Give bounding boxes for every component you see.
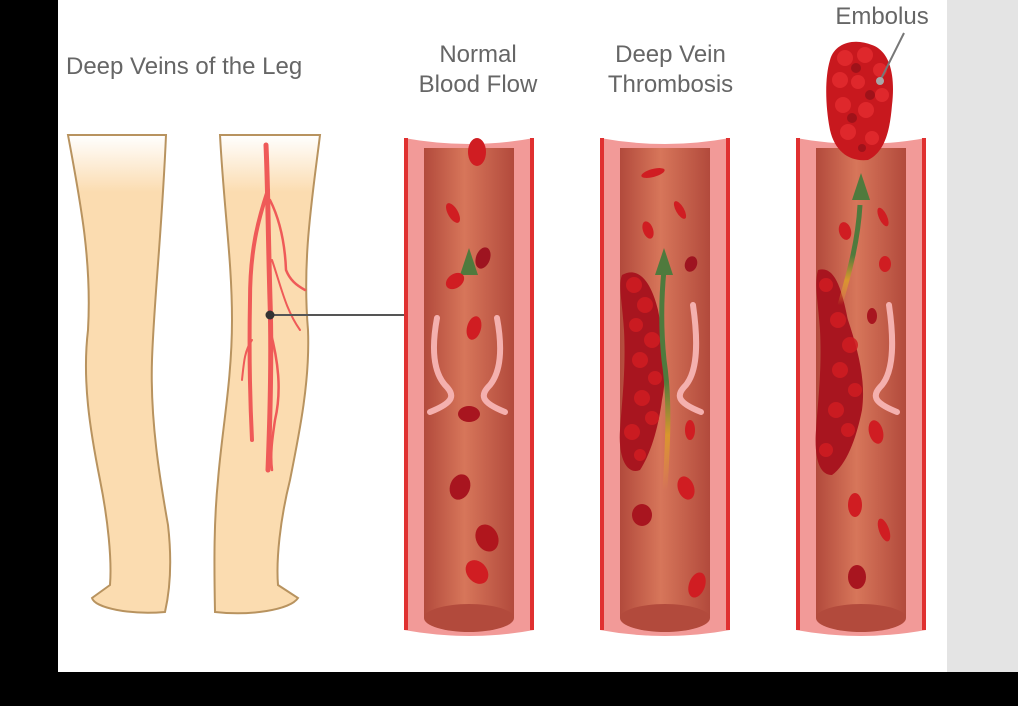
- residual-thrombus: [815, 269, 864, 475]
- flow-arrow-icon: [460, 248, 478, 275]
- bottom-black-bar: [0, 672, 1018, 706]
- flow-arrow-icon: [852, 173, 870, 200]
- vessel-dvt: [600, 138, 730, 636]
- label-dvt-line1: Deep Vein: [615, 41, 726, 68]
- vessel-embolus: [796, 32, 926, 636]
- illustration-canvas: Deep Veins of the Leg Normal Blood Flow …: [58, 0, 947, 672]
- label-dvt-line2: Thrombosis: [607, 71, 734, 98]
- thrombus: [619, 272, 665, 471]
- label-embolus: Embolus: [835, 3, 929, 30]
- embolus-clot: [826, 41, 893, 161]
- embolus-callout-dot: [876, 77, 884, 85]
- right-leg: [213, 134, 412, 615]
- label-deep-veins: Deep Veins of the Leg: [66, 53, 303, 80]
- label-normal-line1: Normal: [439, 41, 517, 68]
- label-normal-line2: Blood Flow: [418, 71, 538, 98]
- left-leg: [66, 134, 172, 614]
- embolus-callout-line: [879, 32, 905, 82]
- vessel-normal: [404, 138, 534, 636]
- flow-arrow-icon: [655, 248, 673, 275]
- callout-dot: [265, 310, 275, 320]
- deep-veins-icon: [241, 142, 307, 473]
- right-gray-margin: [947, 0, 1018, 672]
- dvt-illustration: [66, 32, 926, 636]
